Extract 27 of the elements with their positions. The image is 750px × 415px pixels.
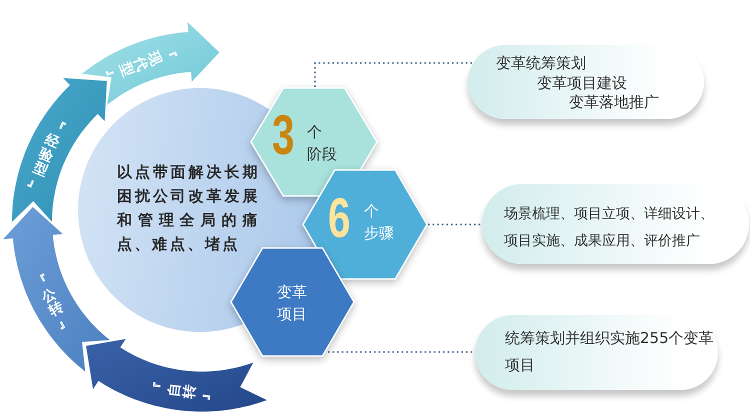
box-text: 变革统筹策划 [496, 53, 586, 73]
circle-text: 以点带面解决长期困扰公司改革发展和管理全局的痛点、难点、堵点 [117, 162, 260, 255]
box-text: 变革项目建设 [537, 73, 627, 93]
band-label: 『自转』 [152, 380, 214, 402]
curved-arrow-band [2, 207, 110, 372]
tile-label: 步骤 [364, 224, 394, 242]
tile-label: 个 [364, 202, 379, 220]
tile-label: 变革项目 [277, 282, 308, 325]
curved-arrow-band [82, 22, 220, 106]
box-text: 统筹策划并组织实施255个变革项目 [505, 328, 715, 376]
box-text: 变革落地推广 [569, 92, 659, 112]
dotted-connector [428, 224, 482, 226]
rounded-box [475, 315, 718, 390]
rounded-box [468, 45, 704, 119]
box-text: 场景梳理、项目立项、详细设计、项目实施、成果应用、评价推广 [504, 205, 715, 251]
curved-arrow-band [12, 78, 107, 222]
tile-label: 阶段 [307, 145, 337, 163]
rounded-box [482, 184, 749, 264]
tile-label: 个 [307, 123, 322, 141]
band-label: 『经验型』 [24, 118, 68, 193]
big-number: 6 [328, 190, 350, 246]
hexagon-tile [302, 169, 428, 280]
curved-arrow-band [86, 339, 267, 412]
band-label: 『公转』 [32, 273, 74, 334]
big-number: 3 [272, 107, 294, 163]
dotted-connector [314, 62, 475, 87]
band-label: 『现代型』 [102, 43, 178, 85]
